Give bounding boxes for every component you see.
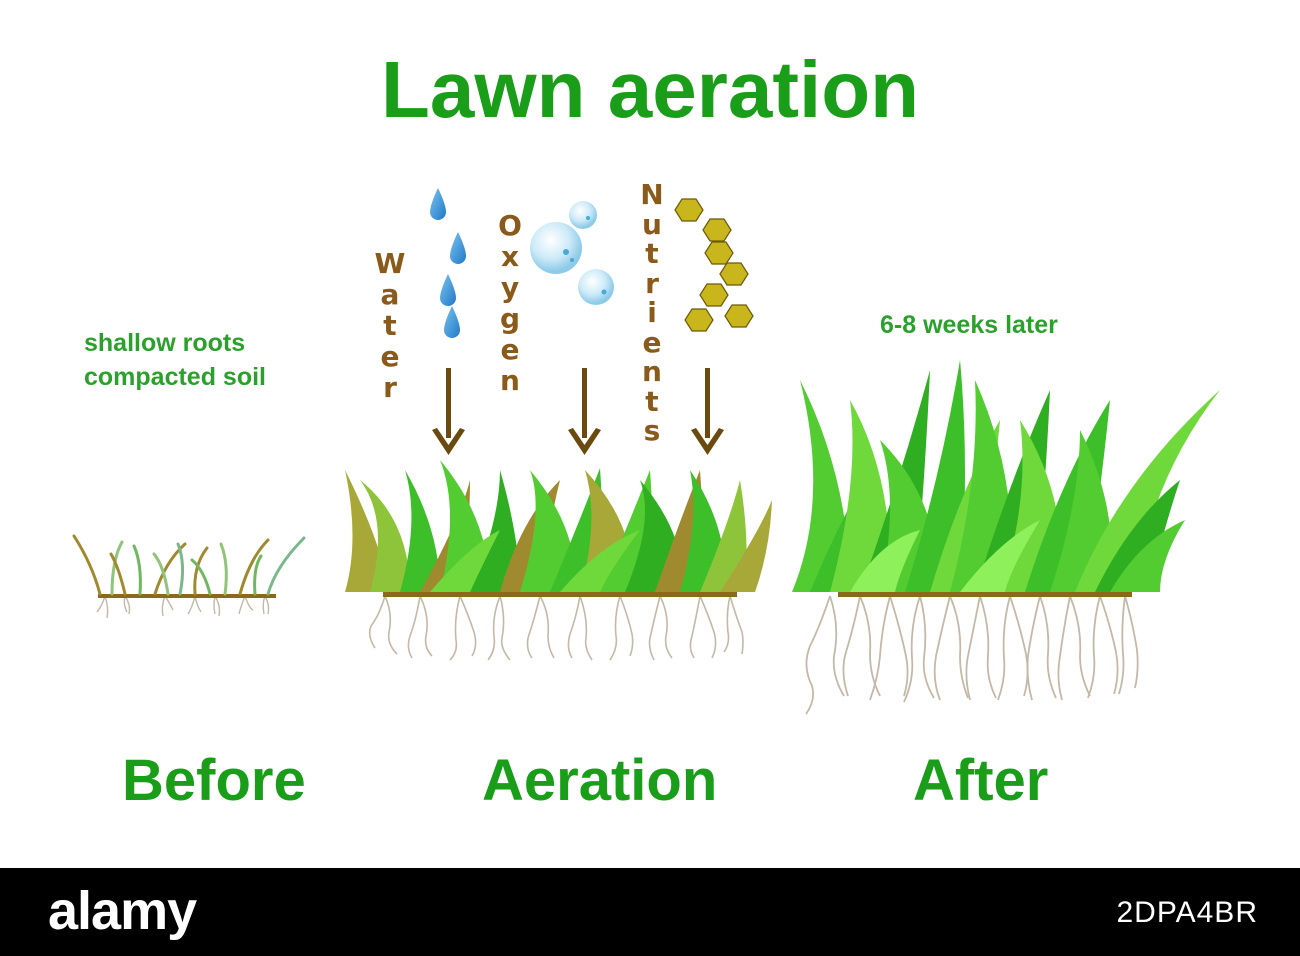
before-note-line-2: compacted soil — [84, 363, 266, 391]
aeration-soil-line — [383, 592, 737, 597]
after-grass — [792, 360, 1220, 592]
letter: s — [643, 414, 661, 447]
letter: u — [642, 207, 662, 241]
before-note-line-1: shallow roots — [84, 329, 246, 357]
letter: e — [500, 333, 520, 366]
watermark-bar: alamy 2DPA4BR — [0, 868, 1300, 956]
letter: a — [380, 278, 400, 311]
aeration-grass — [345, 460, 772, 592]
letter: i — [647, 296, 657, 329]
letter: e — [642, 325, 662, 359]
letter: n — [500, 364, 520, 397]
letter: g — [499, 302, 521, 335]
water-drop-icon — [430, 188, 466, 338]
stage-aeration-label: Aeration — [482, 748, 718, 813]
illustration — [72, 188, 1220, 715]
letter: y — [500, 271, 520, 304]
letter: e — [380, 340, 400, 373]
letter: O — [498, 209, 522, 242]
letter: x — [500, 240, 520, 273]
aeration-roots — [368, 595, 744, 661]
letter: W — [374, 247, 406, 280]
nutrient-hexagon-icon — [674, 198, 754, 332]
letter: t — [645, 384, 659, 418]
after-note: 6-8 weeks later — [880, 311, 1058, 339]
before-soil-line — [98, 594, 276, 598]
letter: n — [642, 355, 662, 388]
letter: r — [645, 266, 659, 300]
stage-before-label: Before — [122, 748, 306, 813]
infographic-canvas: Lawn aeration shallow roots compacted so… — [72, 45, 1220, 813]
stage-after-label: After — [913, 748, 1049, 813]
watermark-brand: alamy — [48, 881, 197, 941]
letter: t — [383, 309, 397, 342]
after-soil-line — [838, 591, 1132, 597]
watermark-image-code: 2DPA4BR — [1116, 896, 1258, 929]
before-grass — [72, 534, 306, 596]
after-roots — [805, 595, 1139, 715]
diagram-title: Lawn aeration — [381, 45, 919, 134]
arrows — [432, 368, 724, 455]
letter: N — [640, 178, 664, 211]
letter: t — [645, 237, 659, 270]
letter: r — [383, 371, 397, 404]
before-note: shallow roots compacted soil — [84, 326, 266, 394]
oxygen-bubble-icon — [530, 201, 614, 305]
before-roots — [96, 595, 270, 619]
